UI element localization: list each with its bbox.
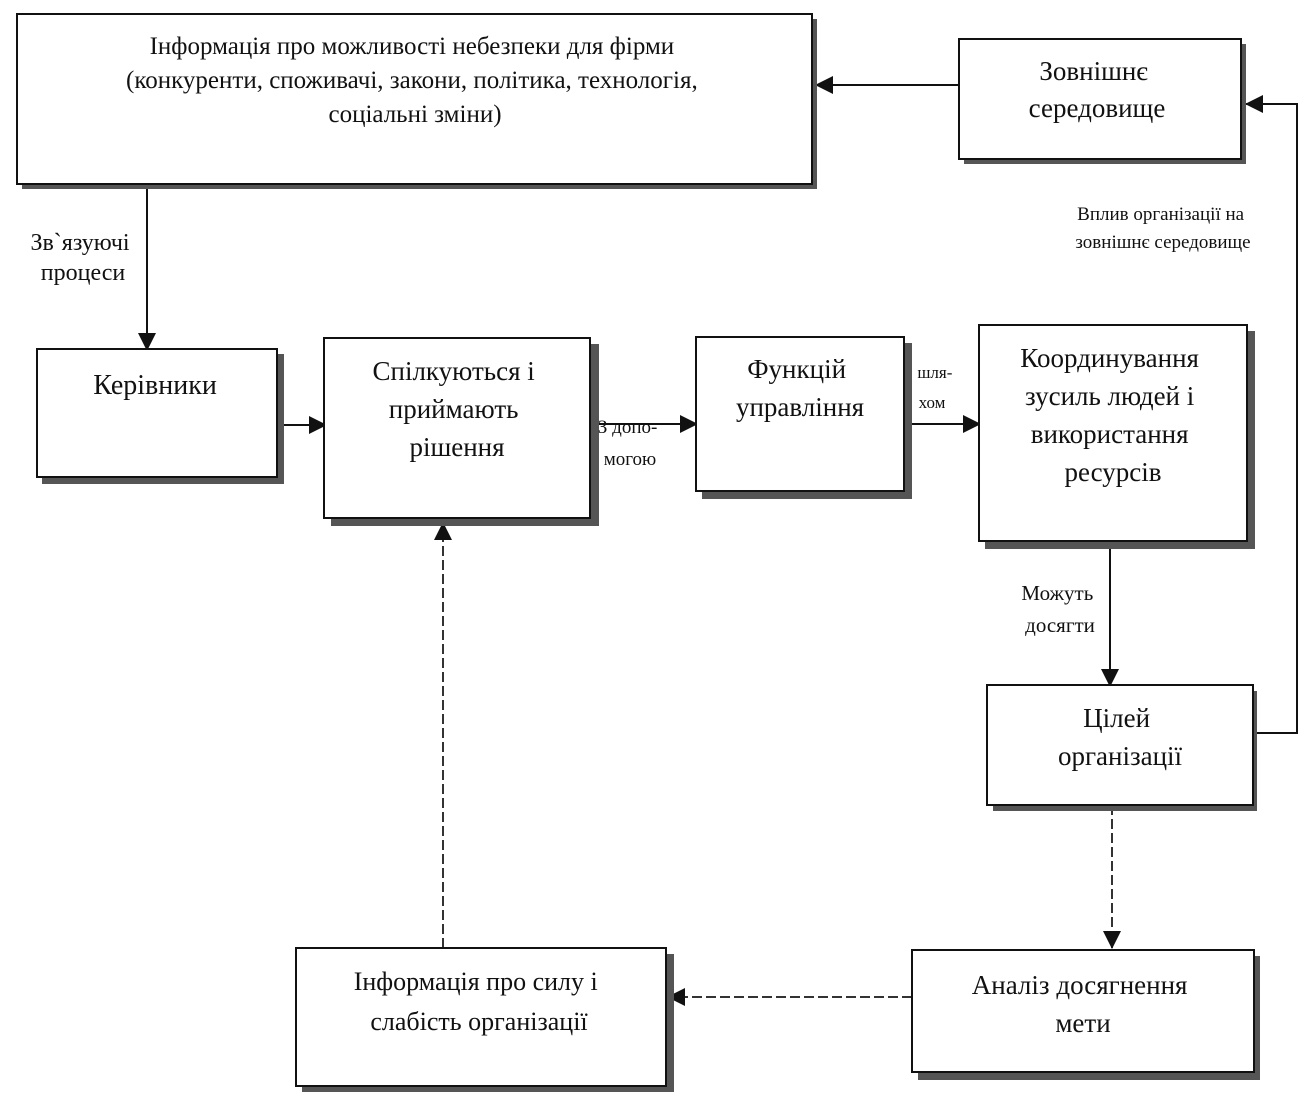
by-way-of-line-1: шля- — [917, 363, 952, 382]
box-coordination: Координування зусиль людей і використанн… — [978, 324, 1255, 549]
functions-line-1: Функцій — [747, 354, 846, 384]
box-info-opportunities: Інформація про можливості небезпеки для … — [16, 13, 817, 189]
box-external-environment: Зовнішнє середовище — [958, 38, 1246, 164]
communicate-line-3: рішення — [409, 432, 504, 462]
org-goals-line-2: організації — [1058, 741, 1183, 771]
by-means-of-line-1: З допо- — [598, 417, 657, 438]
functions-line-2: управління — [736, 392, 864, 422]
svg-text:Функцій управління: Функцій управління — [736, 354, 864, 422]
org-influence-line-1: Вплив організації на — [1077, 204, 1244, 225]
info-strength-line-2: слабість організації — [370, 1007, 588, 1036]
linking-processes-line-1: Зв`язуючі — [30, 230, 129, 256]
label-org-influence: Вплив організації на зовнішнє середовище — [1075, 204, 1250, 253]
by-way-of-line-2: хом — [919, 393, 946, 412]
info-opportunities-line-3: соціальні зміни) — [328, 101, 501, 128]
label-by-means-of: З допо- могою — [598, 417, 662, 470]
svg-text:Координування зусиль люд: Координування зусиль людей і використанн… — [1020, 343, 1205, 487]
label-linking-processes: Зв`язуючі процеси — [30, 230, 135, 286]
svg-text:Спілкуються і приймають: Спілкуються і приймають рішення — [372, 356, 541, 462]
can-achieve-line-2: досягти — [1025, 613, 1095, 637]
coordination-line-2: зусиль людей і — [1025, 381, 1194, 411]
svg-text:Інформація про силу і сл: Інформація про силу і слабість організац… — [354, 967, 605, 1036]
communicate-line-2: приймають — [389, 394, 519, 424]
svg-text:Цілей організації: Цілей організації — [1058, 703, 1183, 771]
coordination-line-4: ресурсів — [1064, 457, 1161, 487]
external-environment-line-2: середовище — [1029, 93, 1166, 123]
box-info-strength: Інформація про силу і слабість організац… — [295, 947, 674, 1092]
info-opportunities-line-1: Інформація про можливості небезпеки для … — [150, 33, 675, 60]
svg-text:Зовнішнє середовище: Зовнішнє середовище — [1029, 56, 1166, 123]
org-influence-line-2: зовнішнє середовище — [1075, 232, 1250, 253]
managers-label: Керівники — [93, 370, 217, 401]
can-achieve-line-1: Можуть — [1021, 581, 1093, 605]
external-environment-line-1: Зовнішнє — [1039, 56, 1148, 86]
goal-analysis-line-1: Аналіз досягнення — [972, 970, 1188, 1000]
coordination-line-3: використання — [1031, 419, 1189, 449]
communicate-line-1: Спілкуються і — [372, 356, 534, 386]
info-strength-line-1: Інформація про силу і — [354, 967, 598, 996]
label-by-way-of: шля- хом — [917, 363, 956, 412]
by-means-of-line-2: могою — [604, 449, 657, 470]
info-opportunities-line-2: (конкуренти, споживачі, закони, політика… — [126, 67, 698, 94]
svg-text:Інформація про можливості неб: Інформація про можливості небезпеки для … — [126, 33, 704, 128]
svg-text:Аналіз досягнення мети: Аналіз досягнення мети — [972, 970, 1194, 1038]
coordination-line-1: Координування — [1020, 343, 1199, 373]
svg-text:Керівники: Керівники — [93, 370, 217, 401]
label-can-achieve: Можуть досягти — [1021, 581, 1098, 637]
box-org-goals: Цілей організації — [986, 684, 1257, 811]
linking-processes-line-2: процеси — [41, 260, 126, 286]
box-goal-analysis: Аналіз досягнення мети — [911, 949, 1260, 1080]
goal-analysis-line-2: мети — [1055, 1008, 1110, 1038]
box-management-functions: Функцій управління — [695, 336, 912, 499]
arrow-goals-to-external — [1245, 95, 1298, 734]
box-communicate-decide: Спілкуються і приймають рішення — [323, 337, 599, 526]
box-managers: Керівники — [36, 348, 284, 484]
org-goals-line-1: Цілей — [1083, 703, 1150, 733]
